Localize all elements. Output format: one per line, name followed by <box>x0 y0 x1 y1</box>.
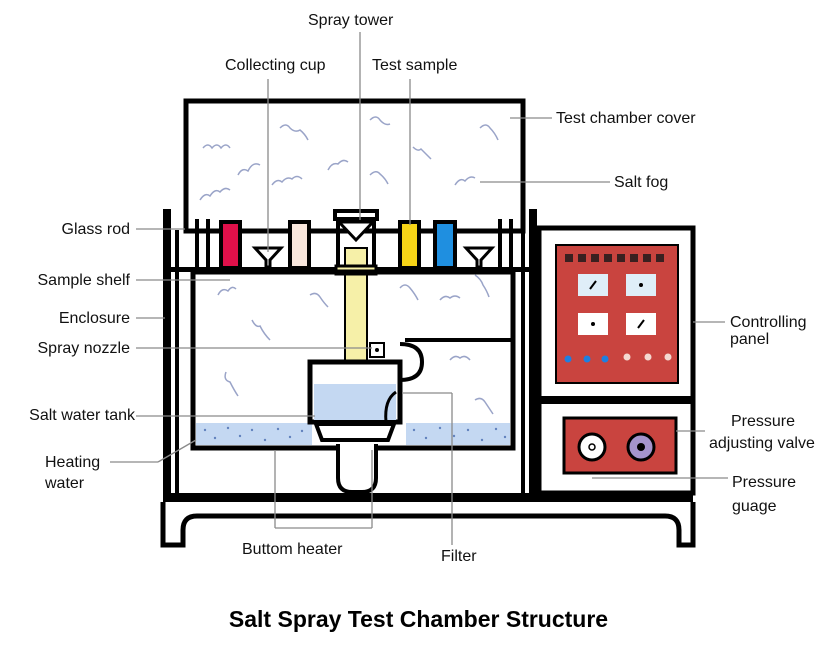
label-test-chamber-cover: Test chamber cover <box>556 110 696 127</box>
sample-blue <box>433 220 457 270</box>
glass-rods <box>195 219 513 269</box>
pressure-gauge-dial <box>577 432 607 462</box>
label-bottom-heater: Buttom heater <box>242 541 343 558</box>
salt-water-right <box>406 423 510 445</box>
diagram-title: Salt Spray Test Chamber Structure <box>228 606 609 632</box>
label-pressure-valve-line2: adjusting valve <box>709 435 815 452</box>
label-spray-tower: Spray tower <box>308 12 394 29</box>
collecting-cup-right <box>462 246 496 269</box>
chamber-base <box>163 493 693 502</box>
controlling-panel <box>555 244 679 384</box>
label-salt-fog: Salt fog <box>614 174 669 191</box>
label-pressure-gauge-line2: guage <box>732 498 777 515</box>
salt-fog-marks <box>199 116 499 415</box>
label-enclosure: Enclosure <box>58 310 130 327</box>
label-spray-nozzle: Spray nozzle <box>37 340 131 357</box>
label-heating-water-line2: water <box>45 475 85 492</box>
sample-yellow <box>398 220 421 270</box>
label-sample-shelf: Sample shelf <box>37 272 131 289</box>
salt-water-left <box>196 423 312 445</box>
label-controlling-panel-line1: Controlling <box>730 314 807 331</box>
leader-lines <box>110 32 728 545</box>
collecting-cup-left <box>251 246 285 269</box>
label-pressure-gauge-line1: Pressure <box>732 474 797 491</box>
label-collecting-cup: Collecting cup <box>225 57 326 74</box>
sample-pink <box>288 220 311 270</box>
label-pressure-valve-line1: Pressure <box>731 413 796 430</box>
label-glass-rod: Glass rod <box>61 221 130 238</box>
label-test-sample: Test sample <box>372 57 458 74</box>
label-heating-water-line1: Heating <box>45 454 101 471</box>
sample-red <box>219 220 242 270</box>
label-filter: Filter <box>441 548 477 565</box>
panel-meters <box>578 274 656 335</box>
label-salt-water-tank: Salt water tank <box>29 407 135 424</box>
panel-indicator-lights <box>564 353 672 363</box>
panel-header-glyphs <box>565 254 664 262</box>
label-controlling-panel-line2: panel <box>730 331 770 348</box>
